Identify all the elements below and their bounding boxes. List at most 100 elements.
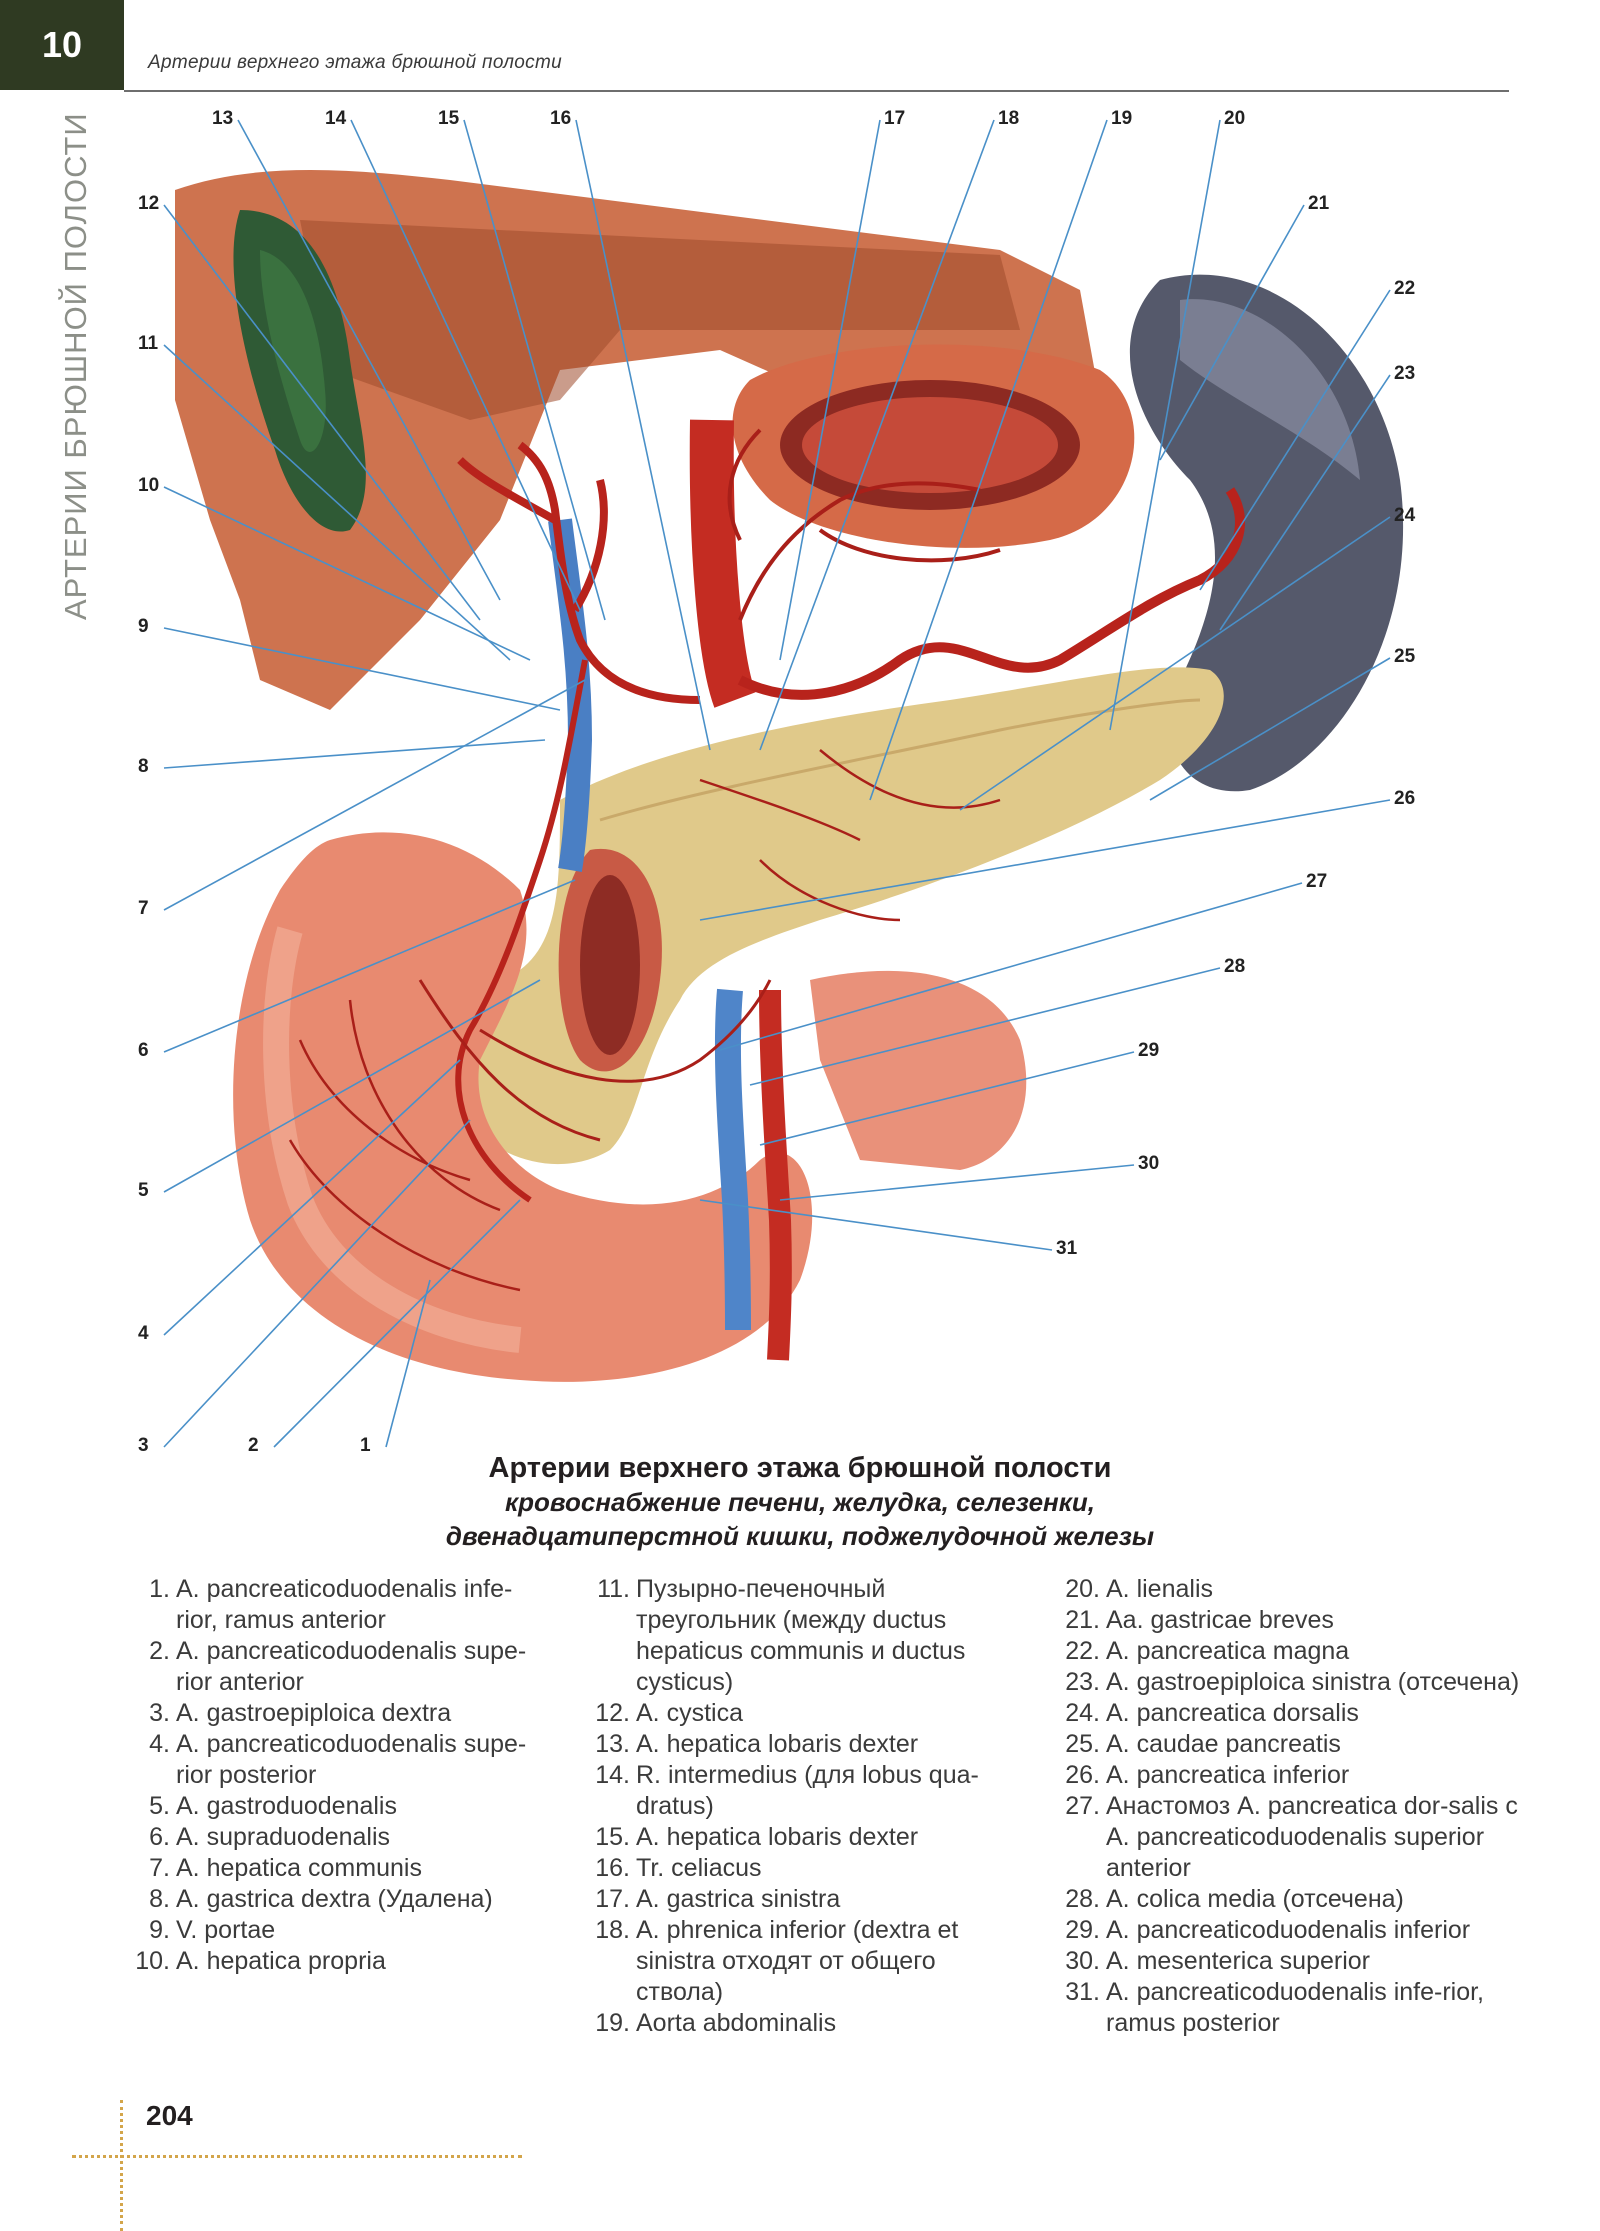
leader-line	[163, 739, 546, 769]
footer-dotted-vertical	[120, 2100, 123, 2231]
legend-item: 15.A. hepatica lobaris dexter	[590, 1822, 1000, 1853]
legend-number: 8.	[149, 1885, 170, 1913]
legend-text: Aorta abdominalis	[636, 2009, 837, 2037]
legend-text: A. gastroduodenalis	[176, 1792, 397, 1820]
legend-text: A. cystica	[636, 1699, 743, 1727]
legend-item: 23.A. gastroepiploica sinistra (отсечена…	[1060, 1667, 1520, 1698]
legend-text: A. colica media (отсечена)	[1106, 1885, 1404, 1913]
footer-dotted-rule	[72, 2155, 522, 2158]
legend-number: 21.	[1065, 1606, 1100, 1634]
legend-text: A. gastroepiploica dextra	[176, 1699, 452, 1727]
celiac-trunk	[737, 487, 1245, 700]
legend-item: 8.A. gastrica dextra (Удалена)	[130, 1884, 550, 1915]
legend-text: Пузырно-печеночный треугольник (между du…	[636, 1575, 966, 1696]
legend-number: 20.	[1065, 1575, 1100, 1603]
legend-item: 3.A. gastroepiploica dextra	[130, 1698, 550, 1729]
aorta	[689, 419, 756, 708]
callout-label: 31	[1056, 1238, 1078, 1259]
legend-item: 7.A. hepatica communis	[130, 1853, 550, 1884]
leader-line	[699, 1199, 1053, 1251]
legend-text: A. hepatica lobaris dexter	[636, 1823, 919, 1851]
legend-item: 27.Анастомоз A. pancreatica dor-salis с …	[1060, 1791, 1520, 1884]
callout-label: 7	[138, 898, 149, 919]
leader-line	[699, 799, 1391, 921]
legend-text: A. gastrica sinistra	[636, 1885, 841, 1913]
callout-label: 4	[138, 1323, 149, 1344]
legend-number: 17.	[595, 1885, 630, 1913]
leader-line	[1149, 657, 1391, 801]
legend-text: A. pancreaticoduodenalis supe-rior poste…	[176, 1730, 527, 1789]
legend-text: Aa. gastricae breves	[1106, 1606, 1334, 1634]
legend-column-1: 1.A. pancreaticoduodenalis infe-rior, ra…	[130, 1574, 550, 1977]
legend-number: 11.	[597, 1575, 630, 1603]
leader-line	[759, 119, 995, 751]
legend-number: 14.	[595, 1761, 630, 1789]
leader-line	[1219, 374, 1391, 631]
legend-number: 26.	[1065, 1761, 1100, 1789]
legend-item: 16.Tr. celiacus	[590, 1853, 1000, 1884]
callout-label: 6	[138, 1040, 149, 1061]
callout-label: 25	[1394, 646, 1416, 667]
leader-line	[779, 119, 881, 661]
legend-item: 10.A. hepatica propria	[130, 1946, 550, 1977]
legend-text: A. hepatica lobaris dexter	[636, 1730, 919, 1758]
callout-label: 8	[138, 756, 149, 777]
leader-line	[719, 882, 1303, 1051]
legend-text: R. intermedius (для lobus qua-dratus)	[636, 1761, 979, 1820]
legend-item: 21.Aa. gastricae breves	[1060, 1605, 1520, 1636]
duodenum	[233, 832, 813, 1382]
chapter-number-box: 10	[0, 0, 124, 90]
legend-text: A. mesenterica superior	[1106, 1947, 1371, 1975]
header-rule	[124, 90, 1509, 92]
callout-label: 19	[1111, 108, 1133, 129]
legend-item: 14.R. intermedius (для lobus qua-dratus)	[590, 1760, 1000, 1822]
legend-text: A. hepatica communis	[176, 1854, 422, 1882]
legend-item: 26.A. pancreatica inferior	[1060, 1760, 1520, 1791]
legend-text: A. gastroepiploica sinistra (отсечена)	[1106, 1668, 1520, 1696]
legend-number: 5.	[149, 1792, 170, 1820]
callout-label: 27	[1306, 871, 1328, 892]
callout-label: 13	[212, 108, 234, 129]
callout-label: 21	[1308, 193, 1330, 214]
leader-line	[779, 1164, 1135, 1201]
callout-label: 15	[438, 108, 460, 129]
legend-text: A. pancreatica inferior	[1106, 1761, 1350, 1789]
callout-label: 3	[138, 1435, 149, 1456]
leader-line	[163, 679, 586, 911]
gastroduodenal	[455, 659, 588, 1203]
callout-label: 23	[1394, 363, 1416, 384]
callout-label: 5	[138, 1180, 149, 1201]
legend-number: 9.	[149, 1916, 170, 1944]
legend-text: A. pancreatica magna	[1106, 1637, 1350, 1665]
legend-number: 4.	[149, 1730, 170, 1758]
legend-column-2: 11.Пузырно-печеночный треугольник (между…	[590, 1574, 1000, 2039]
legend-number: 16.	[595, 1854, 630, 1882]
callout-label: 14	[325, 108, 347, 129]
legend-text: A. gastrica dextra (Удалена)	[176, 1885, 493, 1913]
leader-line	[463, 119, 606, 621]
legend-item: 2.A. pancreaticoduodenalis supe-rior ant…	[130, 1636, 550, 1698]
legend-text: A. supraduodenalis	[176, 1823, 391, 1851]
legend-text: A. caudae pancreatis	[1106, 1730, 1341, 1758]
legend-text: A. pancreaticoduodenalis infe-rior, ramu…	[1106, 1978, 1485, 2037]
gastric-vessels	[727, 428, 1001, 621]
legend-number: 31.	[1065, 1978, 1100, 2006]
legend-number: 28.	[1065, 1885, 1100, 1913]
leader-line	[163, 979, 541, 1193]
legend-item: 1.A. pancreaticoduodenalis infe-rior, ra…	[130, 1574, 550, 1636]
callout-label: 12	[138, 193, 160, 214]
leader-line	[749, 967, 1221, 1086]
callout-label: 24	[1394, 505, 1416, 526]
callout-label: 1	[360, 1435, 371, 1456]
leader-line	[759, 1051, 1135, 1146]
legend-number: 3.	[149, 1699, 170, 1727]
hepatic-artery	[457, 441, 701, 704]
caption-subtitle-line2: двенадцатиперстной кишки, поджелудочной …	[445, 1521, 1155, 1551]
legend-item: 9.V. portae	[130, 1915, 550, 1946]
legend-text: A. pancreatica dorsalis	[1106, 1699, 1359, 1727]
anatomical-illustration	[163, 119, 1404, 1448]
leader-line	[163, 486, 531, 661]
legend-text: V. portae	[176, 1916, 276, 1944]
caption-title: Артерии верхнего этажа брюшной полости	[488, 1452, 1112, 1484]
